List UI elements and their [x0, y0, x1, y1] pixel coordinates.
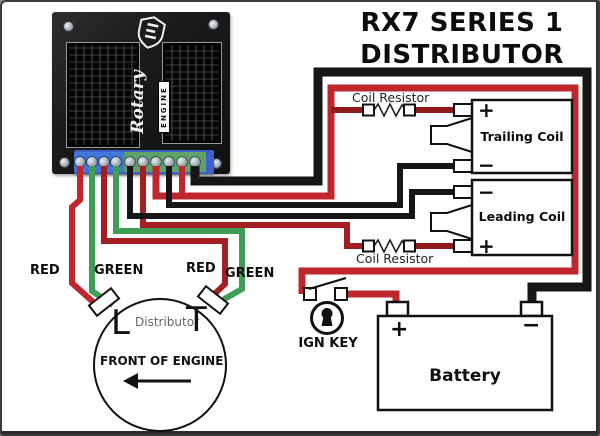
ign-key-label: IGN KEY	[298, 336, 358, 351]
leading-coil-plus: +	[478, 234, 495, 258]
terminal-screw	[164, 157, 174, 167]
terminal-screw	[138, 157, 148, 167]
key-icon	[321, 316, 333, 326]
wire-green-2	[113, 166, 245, 304]
terminal-screw	[87, 157, 97, 167]
trailing-coil-label: Trailing Coil	[480, 129, 564, 144]
trailing-coil-minus: −	[478, 153, 495, 177]
wire-label-green-right: GREEN	[225, 266, 275, 281]
trailing-coil-plus: +	[478, 98, 495, 122]
screw-icon	[64, 22, 73, 31]
trailing-coil-body	[470, 98, 574, 175]
front-of-engine-label: FRONT OF ENGINE	[100, 354, 224, 368]
battery-plus-sign: +	[390, 317, 409, 342]
battery-label: Battery	[429, 366, 501, 386]
terminal-screw	[190, 157, 200, 167]
igniter-module: Rotary ENGINE	[52, 12, 230, 174]
wire-label-green-left: GREEN	[94, 263, 144, 278]
trailing-coil-tower	[430, 116, 473, 154]
coil-terminal-tab	[453, 159, 473, 173]
terminal-screw	[125, 157, 135, 167]
leading-coil-label: Leading Coil	[478, 209, 566, 224]
switch-contact-right	[334, 287, 348, 301]
wire-label-red-right: RED	[186, 261, 216, 276]
battery-minus-sign: −	[522, 313, 541, 338]
terminal-screw	[99, 157, 109, 167]
wire-main-red	[152, 84, 579, 294]
battery-post-positive	[385, 300, 410, 318]
resistor-zigzag	[373, 238, 407, 254]
shield-logo-icon	[137, 16, 166, 49]
wire-red-2	[101, 166, 228, 305]
distributor-body	[93, 298, 227, 432]
coil-resistor-label-trailing: Coil Resistor	[352, 90, 430, 105]
page-title-line1: RX7 SERIES 1	[360, 8, 564, 38]
heatsink-grille-left	[66, 42, 140, 148]
wire-red-1	[69, 166, 104, 312]
wire-label-red-left: RED	[30, 263, 60, 278]
terminal-screw	[75, 157, 85, 167]
resistor-terminal	[403, 239, 416, 253]
coil-resistor-label-leading: Coil Resistor	[356, 251, 434, 266]
wire-trailing-minus	[166, 163, 458, 208]
leading-coil-minus: −	[478, 180, 495, 204]
resistor-terminal	[403, 103, 416, 117]
resistor-zigzag	[373, 102, 407, 118]
page-title-line2: DISTRIBUTOR	[360, 40, 564, 70]
screw-icon	[60, 158, 69, 167]
arrow-head	[123, 373, 138, 389]
battery-body	[376, 314, 554, 412]
wire-battery-negative	[190, 67, 592, 306]
distributor-terminal-l: L	[111, 303, 130, 343]
coil-terminal-tab	[453, 103, 473, 117]
screw-icon	[209, 20, 218, 29]
leading-coil-body	[470, 178, 574, 257]
distributor-label: Distributor	[135, 315, 200, 329]
wire-leading-minus	[127, 166, 458, 219]
resistor-terminal	[362, 239, 375, 253]
coil-terminal-tab	[453, 239, 473, 253]
terminal-screw	[177, 157, 187, 167]
leading-coil-tower	[430, 203, 473, 241]
distributor-terminal-left	[87, 286, 121, 318]
terminal-screw	[151, 157, 161, 167]
distributor-terminal-right	[196, 284, 230, 316]
distributor-terminal-t: T	[186, 300, 207, 340]
screw-icon	[212, 159, 221, 168]
switch-arm	[308, 276, 347, 291]
resistor-terminal	[362, 103, 375, 117]
terminal-screw	[111, 157, 121, 167]
wire-leading-plus	[140, 166, 363, 249]
coil-terminal-tab	[453, 185, 473, 199]
